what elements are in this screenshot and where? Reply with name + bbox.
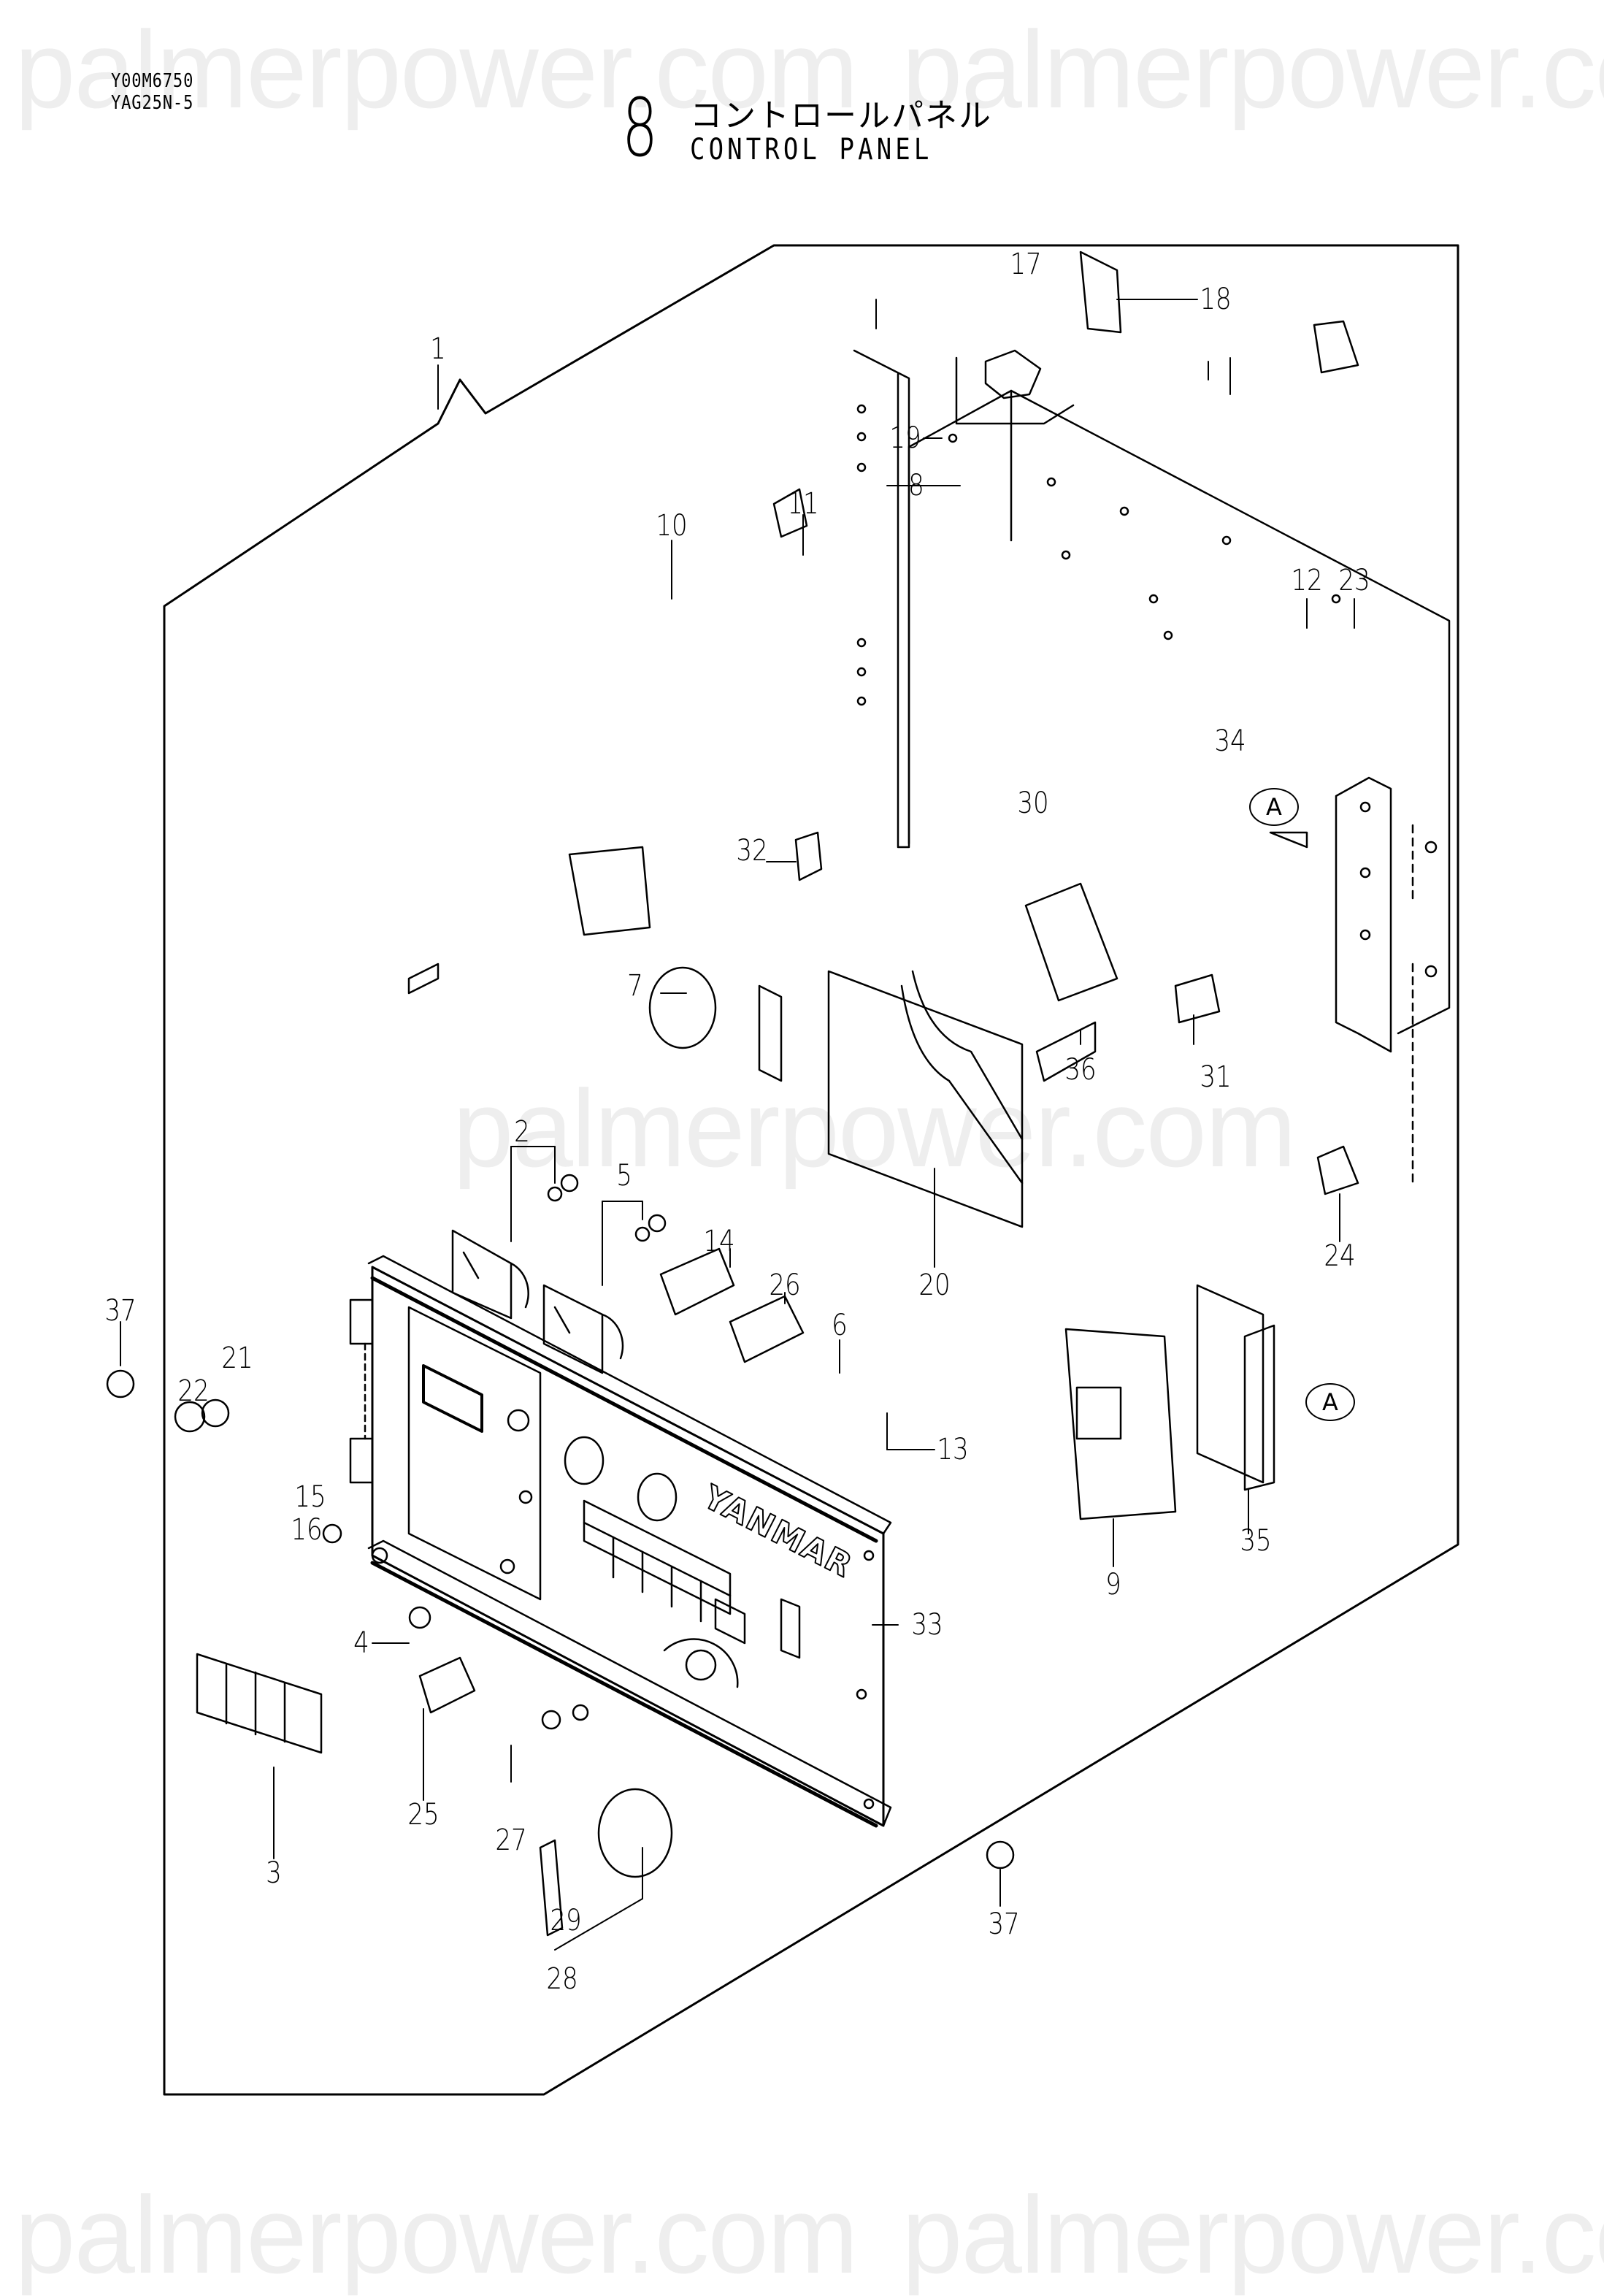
callout-part-7: 7 — [627, 969, 643, 1003]
callout-part-20: 20 — [918, 1268, 951, 1302]
reference-marker-a-upper: A — [1249, 788, 1299, 826]
callout-part-11: 11 — [787, 487, 819, 521]
callout-part-32: 32 — [736, 834, 768, 868]
callout-part-16: 16 — [291, 1513, 323, 1547]
callout-part-15: 15 — [294, 1480, 326, 1514]
title-japanese: コントロールパネル — [690, 97, 992, 134]
watermark-top-left: palmerpower.com — [15, 8, 859, 131]
callout-part-17: 17 — [1010, 248, 1042, 281]
callout-part-27: 27 — [495, 1824, 527, 1857]
callout-part-21: 21 — [221, 1342, 253, 1375]
callout-part-24: 24 — [1324, 1239, 1356, 1273]
callout-part-12: 12 — [1291, 564, 1323, 597]
callout-part-30: 30 — [1017, 787, 1049, 820]
watermark-bottom-right: palmerpower.com — [902, 2173, 1604, 2296]
callout-part-10: 10 — [656, 509, 688, 543]
callout-part-1: 1 — [430, 332, 446, 366]
callout-part-26: 26 — [769, 1268, 801, 1302]
callout-part-6: 6 — [832, 1309, 848, 1342]
model-name: YAG25N-5 — [111, 92, 194, 114]
callout-part-35: 35 — [1240, 1524, 1272, 1558]
leader-lines — [120, 299, 1355, 1951]
callout-part-2: 2 — [514, 1115, 530, 1149]
callout-part-3: 3 — [266, 1856, 282, 1890]
watermark-top-right: palmerpower.com — [902, 8, 1604, 131]
reference-marker-a-lower: A — [1305, 1383, 1355, 1421]
side-bracket — [1335, 776, 1438, 1185]
callout-part-33: 33 — [911, 1608, 943, 1642]
title-english: CONTROL PANEL — [690, 133, 933, 167]
callout-part-36: 36 — [1064, 1053, 1097, 1087]
callout-part-23: 23 — [1338, 564, 1370, 597]
meter-5 — [542, 1284, 624, 1374]
assembly-boundary — [163, 244, 1459, 2096]
callout-part-37a: 37 — [104, 1294, 137, 1328]
callout-part-13: 13 — [937, 1433, 969, 1466]
callout-part-34: 34 — [1214, 724, 1246, 758]
callout-part-8: 8 — [908, 469, 924, 502]
watermark-bottom-left: palmerpower.com — [15, 2173, 859, 2296]
meter-2 — [451, 1229, 529, 1320]
callout-part-5: 5 — [616, 1159, 632, 1193]
callout-part-22: 22 — [177, 1374, 210, 1408]
section-number: 8 — [622, 81, 658, 175]
callout-part-18: 18 — [1200, 283, 1232, 316]
callout-part-37b: 37 — [988, 1907, 1020, 1941]
callout-part-29: 29 — [550, 1904, 582, 1937]
callout-part-9: 9 — [1105, 1568, 1121, 1602]
watermark-middle: palmerpower.com — [453, 1067, 1297, 1190]
callout-part-25: 25 — [407, 1798, 440, 1832]
front-panel-33 — [367, 1255, 892, 1828]
model-code: Y00M6750 — [111, 70, 194, 92]
callout-part-4: 4 — [353, 1626, 369, 1660]
callout-part-28: 28 — [546, 1962, 578, 1996]
callout-part-31: 31 — [1200, 1060, 1232, 1094]
callout-part-19: 19 — [889, 421, 921, 455]
callout-part-14: 14 — [703, 1225, 735, 1258]
rear-chassis-plate-34 — [853, 349, 1451, 1035]
